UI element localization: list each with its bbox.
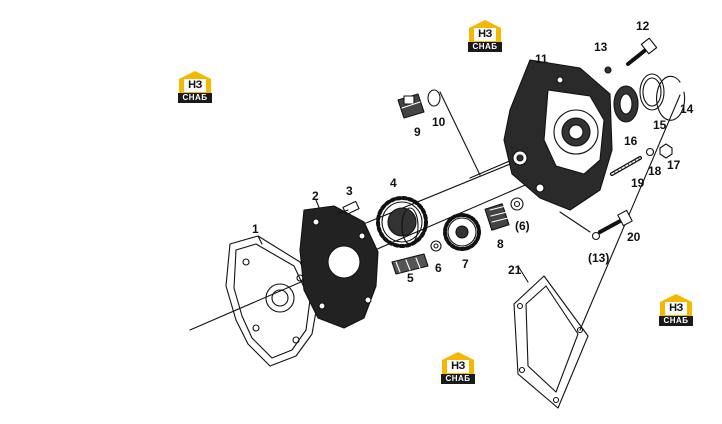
logo-band: СНАБ [468, 42, 502, 52]
callout-3: 3 [346, 184, 353, 198]
callout-6: 6 [435, 261, 442, 275]
fitting-part-9 [397, 93, 425, 119]
stud-part-19 [610, 156, 642, 176]
washer-part-18 [645, 147, 655, 157]
callout-6-paren: (6) [515, 219, 530, 233]
logo-band: СНАБ [441, 374, 475, 384]
house-logo-icon [179, 71, 211, 93]
pump-housing-part-11 [503, 59, 613, 211]
large-gear-part-4 [376, 196, 428, 248]
callout-10: 10 [432, 115, 446, 129]
callout-19: 19 [631, 176, 645, 190]
callout-21: 21 [508, 263, 522, 277]
logo-band: СНАБ [178, 93, 212, 103]
callout-18: 18 [648, 164, 662, 178]
callout-15: 15 [653, 118, 667, 132]
callout-12: 12 [636, 19, 650, 33]
leader-line [517, 265, 529, 283]
callout-8: 8 [497, 237, 504, 251]
callout-2: 2 [312, 189, 319, 203]
callout-20: 20 [627, 230, 641, 244]
logo-mark: НЗ [478, 28, 492, 40]
washer-part-6 [430, 240, 442, 252]
logo-mark: НЗ [669, 302, 683, 314]
callout-9: 9 [414, 125, 421, 139]
shaft-part-5 [391, 253, 429, 275]
house-logo-icon [469, 20, 501, 42]
logo-band: СНАБ [659, 316, 693, 326]
bolt-part-20 [598, 209, 633, 234]
spline-gear-part-8 [484, 203, 510, 231]
callout-1: 1 [252, 222, 259, 236]
callout-11: 11 [535, 52, 548, 66]
house-logo-icon [660, 294, 692, 316]
callout-4: 4 [390, 176, 397, 190]
leader-line [257, 235, 263, 245]
logo-mark: НЗ [451, 360, 465, 372]
snap-ring-part-14 [656, 75, 686, 121]
gasket-plate-part-2 [299, 205, 379, 329]
washer-part-6-second [510, 197, 524, 211]
washer-part-13-second [591, 231, 601, 241]
leader-line [439, 91, 481, 176]
callout-5: 5 [407, 271, 414, 285]
leader-line [579, 94, 681, 331]
washer-part-13 [604, 66, 612, 74]
watermark-logo: НЗ СНАБ [466, 20, 504, 54]
leader-line [469, 159, 513, 179]
medium-gear-part-7 [443, 213, 481, 251]
mounting-gasket-part-21 [513, 275, 589, 409]
watermark-logo: НЗ СНАБ [657, 294, 695, 328]
bolt-part-12 [626, 37, 658, 66]
callout-13: 13 [594, 40, 608, 54]
leader-line [559, 211, 591, 233]
callout-13-paren: (13) [588, 251, 610, 265]
callout-17: 17 [667, 158, 681, 172]
logo-mark: НЗ [188, 79, 202, 91]
watermark-logo: НЗ СНАБ [176, 71, 214, 105]
nut-part-17 [659, 143, 673, 159]
screw-part-3 [337, 200, 360, 216]
seal-part-16 [613, 85, 639, 123]
watermark-logo: НЗ СНАБ [439, 352, 477, 386]
ring-part-15 [639, 73, 665, 111]
callout-16: 16 [624, 134, 638, 148]
callout-14: 14 [680, 102, 694, 116]
callout-7: 7 [462, 257, 469, 271]
house-logo-icon [442, 352, 474, 374]
o-ring-part-10 [427, 89, 441, 107]
